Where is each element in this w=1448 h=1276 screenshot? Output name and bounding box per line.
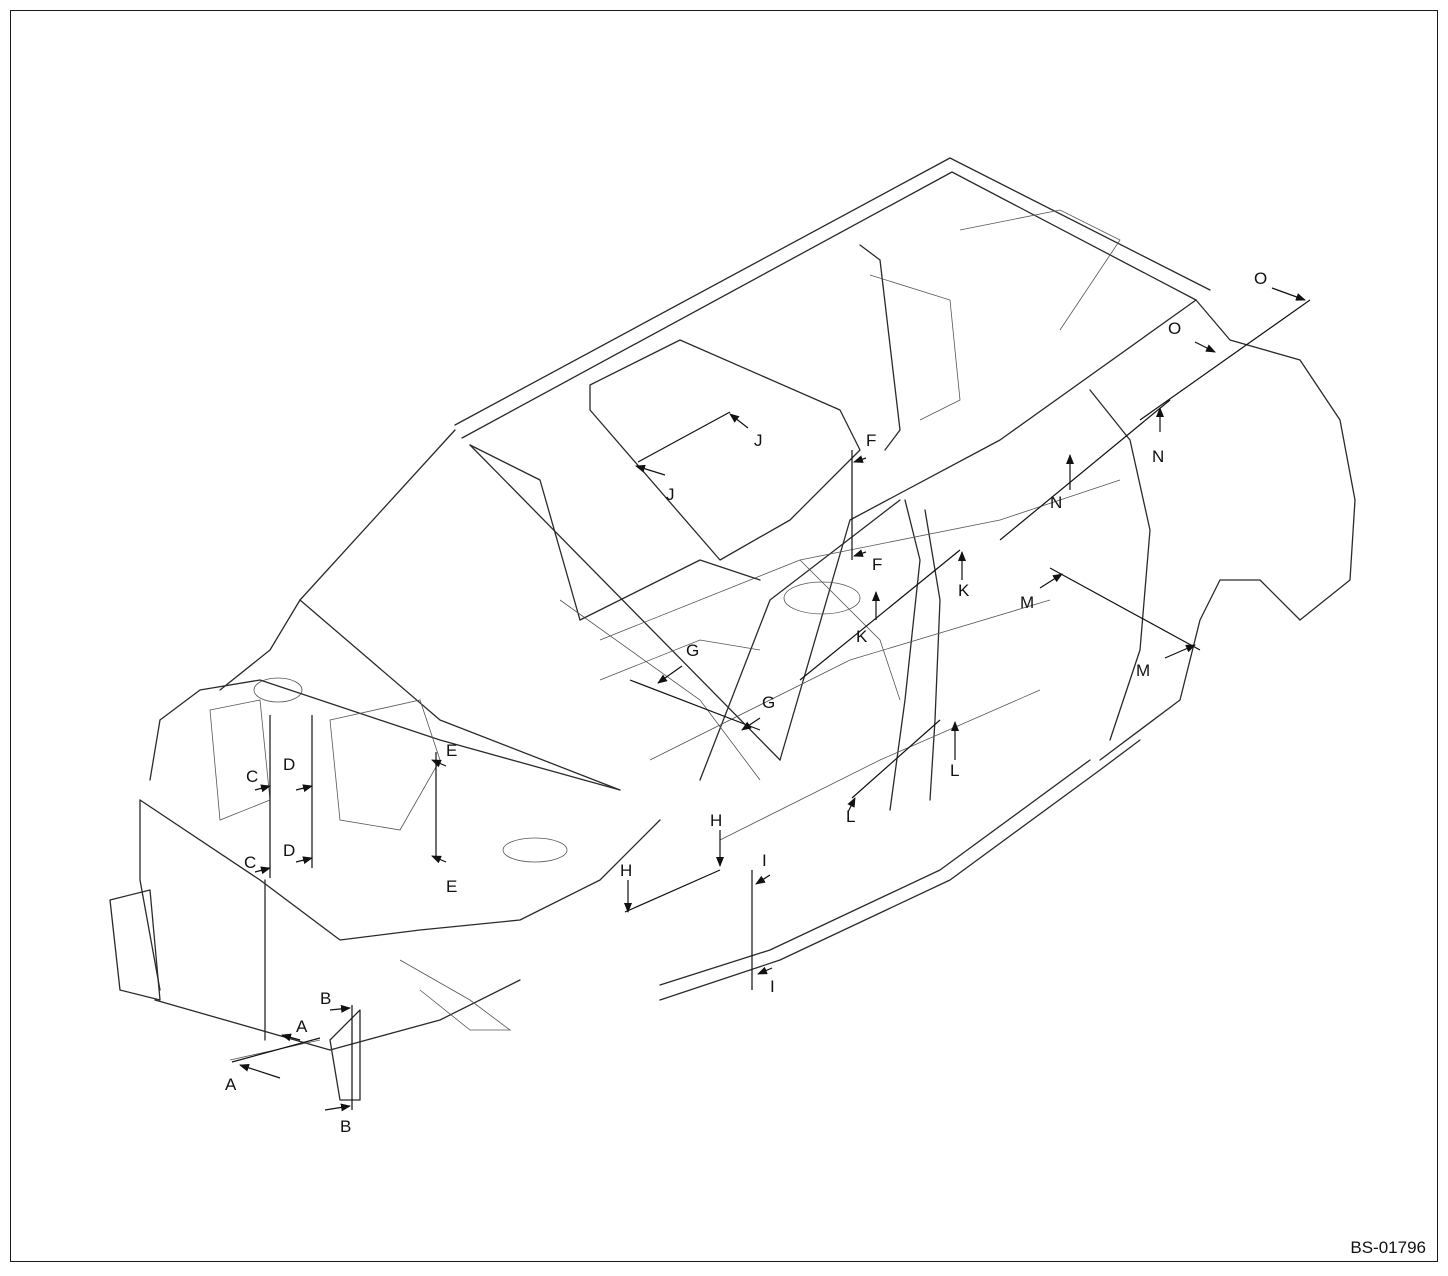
callout-g-lower: G (762, 693, 775, 712)
body-shell-outline (109, 157, 1356, 1101)
callout-m-lower: M (1136, 661, 1150, 680)
callout-n-upper: N (1152, 447, 1164, 466)
callout-c-lower: C (244, 853, 256, 872)
callout-o-upper: O (1254, 269, 1267, 288)
callout-l-upper: L (950, 761, 959, 780)
callout-n-lower: N (1050, 493, 1062, 512)
callout-e-lower: E (446, 877, 457, 896)
figure-frame (10, 10, 1438, 1262)
callout-a-lower: A (225, 1075, 237, 1094)
callout-i-lower: I (770, 977, 775, 996)
callout-e-upper: E (446, 741, 457, 760)
callout-k-upper: K (958, 581, 970, 600)
callout-b-upper: B (320, 989, 331, 1008)
callout-g-upper: G (686, 641, 699, 660)
callout-a-upper: A (296, 1017, 308, 1036)
callout-i-upper: I (762, 851, 767, 870)
callout-b-lower: B (340, 1117, 351, 1136)
callout-j-upper: J (754, 431, 763, 450)
callout-h-upper: H (710, 811, 722, 830)
callout-c-upper: C (246, 767, 258, 786)
figure-code: BS-01796 (1350, 1238, 1426, 1257)
callout-d-upper: D (283, 755, 295, 774)
section-cut-lines (231, 287, 1311, 1112)
callout-l-lower: L (846, 807, 855, 826)
section-callouts: A A B B C C D D E E F F G G H H I I J J … (225, 269, 1267, 1136)
callout-k-lower: K (856, 627, 868, 646)
callout-h-lower: H (620, 861, 632, 880)
callout-m-upper: M (1020, 593, 1034, 612)
callout-d-lower: D (283, 841, 295, 860)
callout-f-lower: F (872, 555, 882, 574)
callout-o-lower: O (1168, 319, 1181, 338)
callout-j-lower: J (666, 485, 675, 504)
callout-f-upper: F (866, 431, 876, 450)
